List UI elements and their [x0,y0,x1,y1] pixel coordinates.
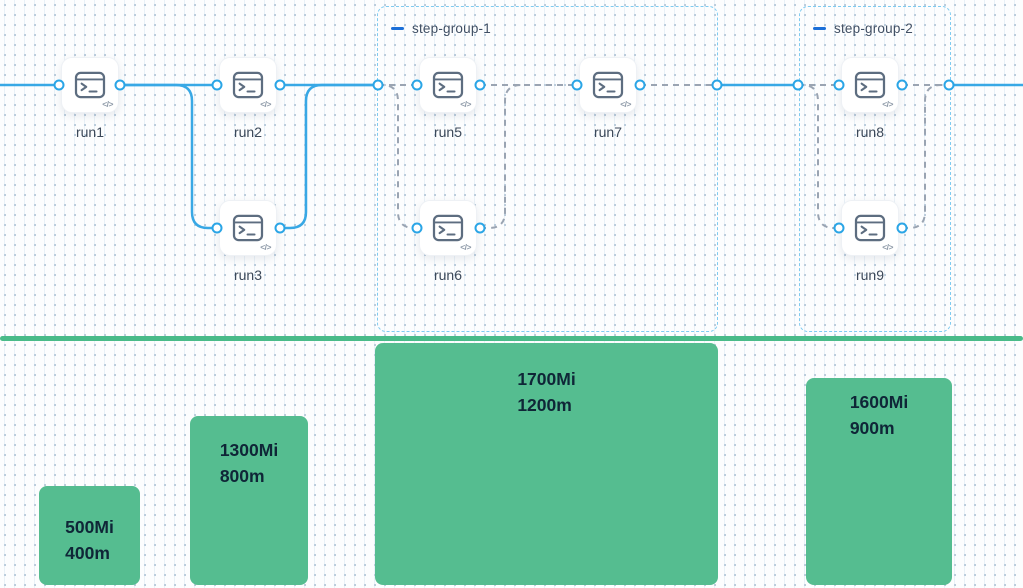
node-card[interactable]: </> [841,200,899,256]
code-badge-icon: </> [460,242,471,252]
port-run2-out[interactable] [274,79,286,91]
node-run5[interactable]: </> run5 [419,57,477,140]
port-run9-out[interactable] [896,222,908,234]
node-run9[interactable]: </> run9 [841,200,899,283]
port-run8-in[interactable] [833,79,845,91]
node-label: run5 [433,124,463,140]
terminal-icon [432,214,464,242]
code-badge-icon: </> [260,242,271,252]
node-card[interactable]: </> [219,57,277,113]
resource-memory: 1600Mi [849,392,909,412]
node-label: run2 [233,124,263,140]
step-group-2-header: step-group-2 [813,21,913,36]
node-card[interactable]: </> [841,57,899,113]
resource-bar-group2: 1600Mi 900m [806,378,952,585]
port-run2-in[interactable] [211,79,223,91]
node-card[interactable]: </> [579,57,637,113]
code-badge-icon: </> [460,99,471,109]
port-run1-in[interactable] [53,79,65,91]
terminal-icon [592,71,624,99]
node-label: run8 [855,124,885,140]
node-label: run3 [233,267,263,283]
resource-memory: 1700Mi [517,369,576,389]
code-badge-icon: </> [260,99,271,109]
node-label: run1 [75,124,105,140]
step-group-2[interactable]: step-group-2 [799,6,951,332]
node-label: run7 [593,124,623,140]
port-run1-out[interactable] [114,79,126,91]
port-run3-in[interactable] [211,222,223,234]
step-group-1-label: step-group-1 [412,21,491,36]
port-run6-out[interactable] [474,222,486,234]
terminal-icon [232,71,264,99]
resource-bar-group1: 1700Mi 1200m [375,343,718,585]
resource-divider-line [0,336,1023,341]
step-group-2-label: step-group-2 [834,21,913,36]
node-card[interactable]: </> [61,57,119,113]
port-run8-out[interactable] [896,79,908,91]
code-badge-icon: </> [882,99,893,109]
code-badge-icon: </> [620,99,631,109]
resource-memory: 1300Mi [219,440,279,460]
terminal-icon [74,71,106,99]
edge-run1-run3 [120,83,217,230]
node-run6[interactable]: </> run6 [419,200,477,283]
node-run1[interactable]: </> run1 [61,57,119,140]
collapse-icon[interactable] [813,27,826,30]
step-group-1[interactable]: step-group-1 [377,6,718,332]
resource-cpu: 400m [65,543,110,563]
resource-bar-run1: 500Mi 400m [39,486,140,585]
resource-bar-text: 1600Mi 900m [850,389,908,441]
port-group1-out[interactable] [711,79,723,91]
resource-bar-text: 500Mi 400m [65,514,114,566]
port-group1-in[interactable] [372,79,384,91]
node-run7[interactable]: </> run7 [579,57,637,140]
step-group-1-header: step-group-1 [391,21,491,36]
node-card[interactable]: </> [419,200,477,256]
port-run3-out[interactable] [274,222,286,234]
node-label: run6 [433,267,463,283]
resource-memory: 500Mi [65,517,114,537]
node-card[interactable]: </> [219,200,277,256]
port-run9-in[interactable] [833,222,845,234]
terminal-icon [232,214,264,242]
port-run5-out[interactable] [474,79,486,91]
port-group2-out[interactable] [943,79,955,91]
port-group2-in[interactable] [792,79,804,91]
edge-run3-group1 [280,83,378,230]
node-run3[interactable]: </> run3 [219,200,277,283]
resource-bar-run2: 1300Mi 800m [190,416,308,585]
node-label: run9 [855,267,885,283]
port-run7-in[interactable] [571,79,583,91]
terminal-icon [854,71,886,99]
resource-bar-text: 1700Mi 1200m [517,366,575,418]
port-run5-in[interactable] [411,79,423,91]
resource-cpu: 1200m [517,395,572,415]
terminal-icon [854,214,886,242]
resource-cpu: 800m [219,466,265,486]
node-run2[interactable]: </> run2 [219,57,277,140]
node-card[interactable]: </> [419,57,477,113]
resource-cpu: 900m [849,418,895,438]
port-run7-out[interactable] [634,79,646,91]
code-badge-icon: </> [102,99,113,109]
collapse-icon[interactable] [391,27,404,30]
terminal-icon [432,71,464,99]
port-run6-in[interactable] [411,222,423,234]
node-run8[interactable]: </> run8 [841,57,899,140]
resource-bar-text: 1300Mi 800m [220,437,278,489]
code-badge-icon: </> [882,242,893,252]
